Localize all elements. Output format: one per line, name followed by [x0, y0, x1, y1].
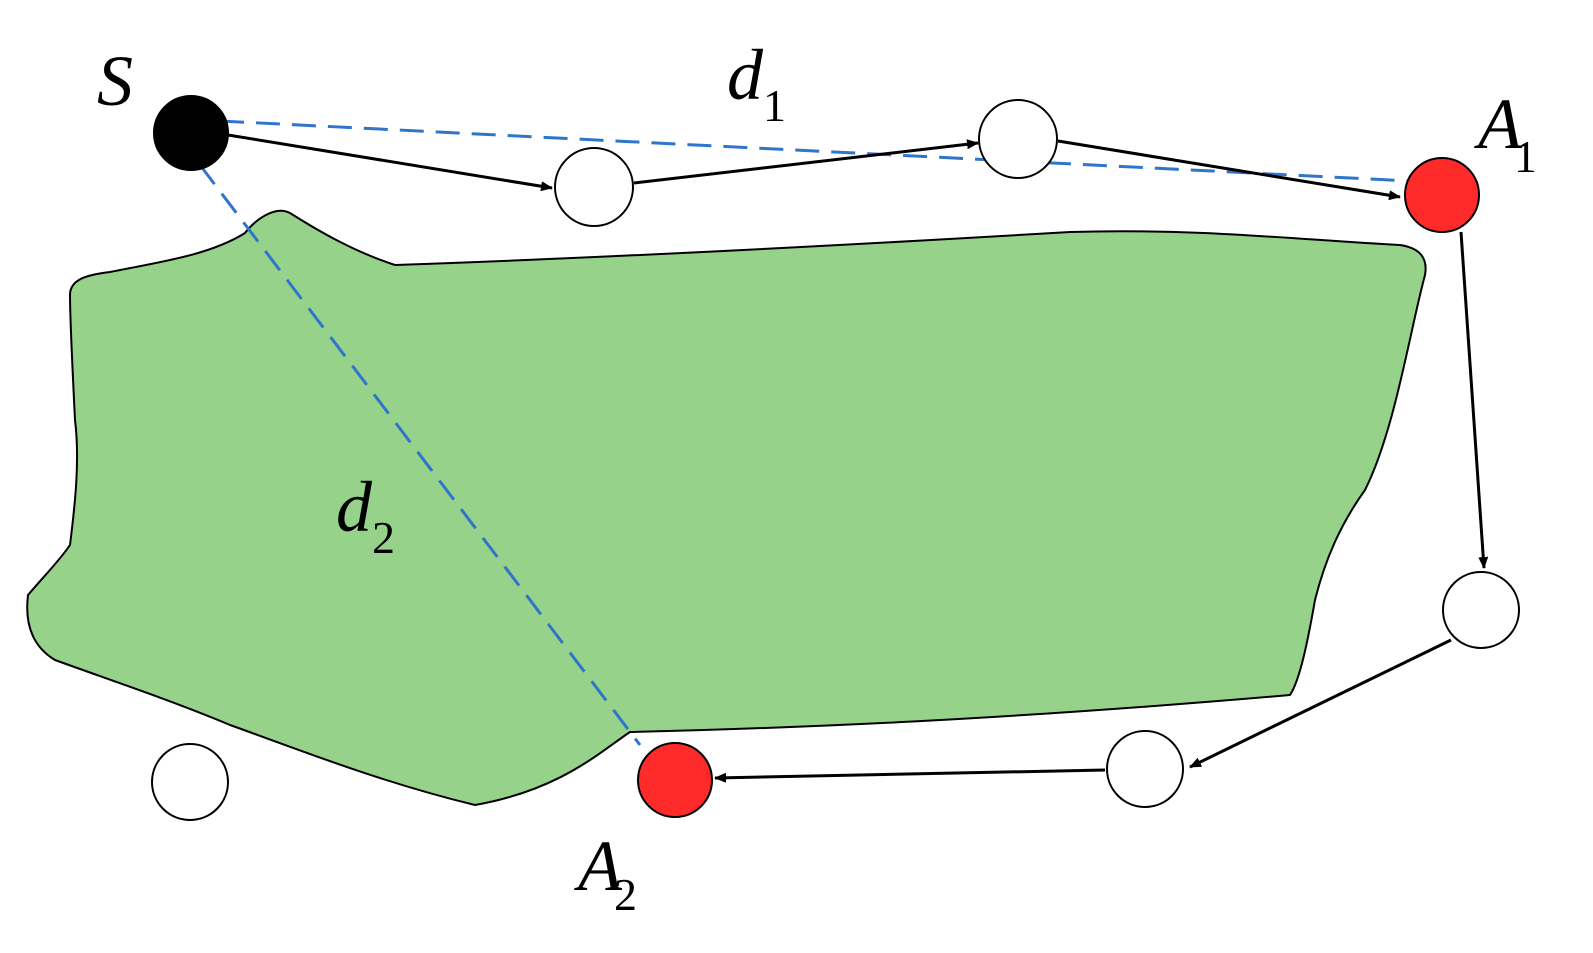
unknown-node [1442, 571, 1520, 649]
a2-label-sub: 2 [614, 869, 637, 920]
d1-label: d1 [727, 35, 786, 131]
distance-line-d2 [198, 164, 642, 746]
hop-arrow-n4-to-a2 [714, 768, 1106, 783]
distance-line-d1 [219, 119, 1411, 183]
hop-arrow-n1-to-n2 [633, 139, 979, 185]
d2-label: d2 [336, 467, 395, 563]
d1-label-main: d [727, 35, 764, 115]
a1-label-sub: 1 [1514, 131, 1537, 182]
a1-label-main: A [1474, 84, 1523, 164]
d2-label-main: d [336, 467, 373, 547]
a1-label: A1 [1474, 84, 1537, 182]
obstacle-region [26, 209, 1427, 807]
d1-label-sub: 1 [763, 80, 786, 131]
source-node [153, 95, 229, 171]
a2-label: A2 [574, 826, 637, 920]
unknown-node [978, 99, 1058, 179]
d2-label-sub: 2 [372, 512, 395, 563]
hop-arrow-n3-to-n4 [1189, 638, 1452, 769]
a2-label-main: A [574, 826, 623, 906]
anchor-node-a1 [1404, 157, 1480, 233]
unknown-node [151, 743, 229, 821]
hop-arrow-s-to-n1 [227, 133, 553, 192]
unknown-node [554, 147, 634, 227]
source-label: S [97, 41, 133, 121]
unknown-node [1106, 730, 1184, 808]
hop-arrow-a1-to-n3 [1459, 231, 1489, 569]
hop-arrow-n2-to-a1 [1057, 139, 1401, 201]
anchor-node-a2 [637, 742, 713, 818]
